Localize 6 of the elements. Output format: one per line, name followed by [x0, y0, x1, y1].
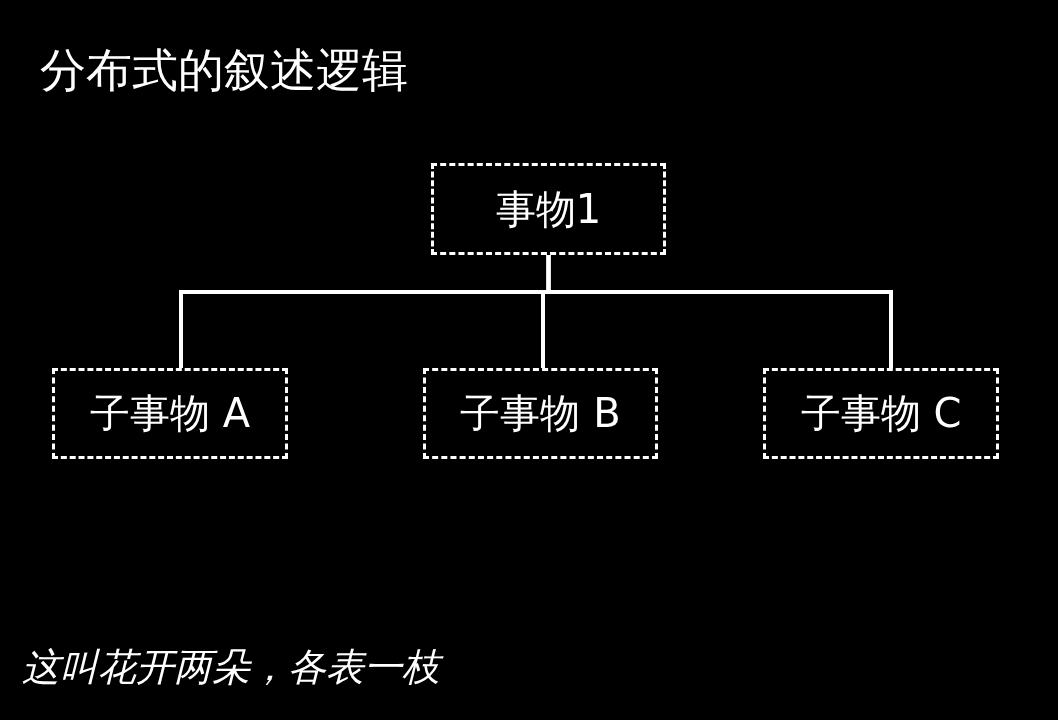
- child-box: 子事物 C: [763, 368, 999, 459]
- parent-box: 事物1: [431, 163, 666, 255]
- child-box: 子事物 B: [423, 368, 658, 459]
- child-box: 子事物 A: [52, 368, 288, 459]
- title: 分布式的叙述逻辑: [40, 42, 408, 99]
- connector-line: [546, 255, 893, 368]
